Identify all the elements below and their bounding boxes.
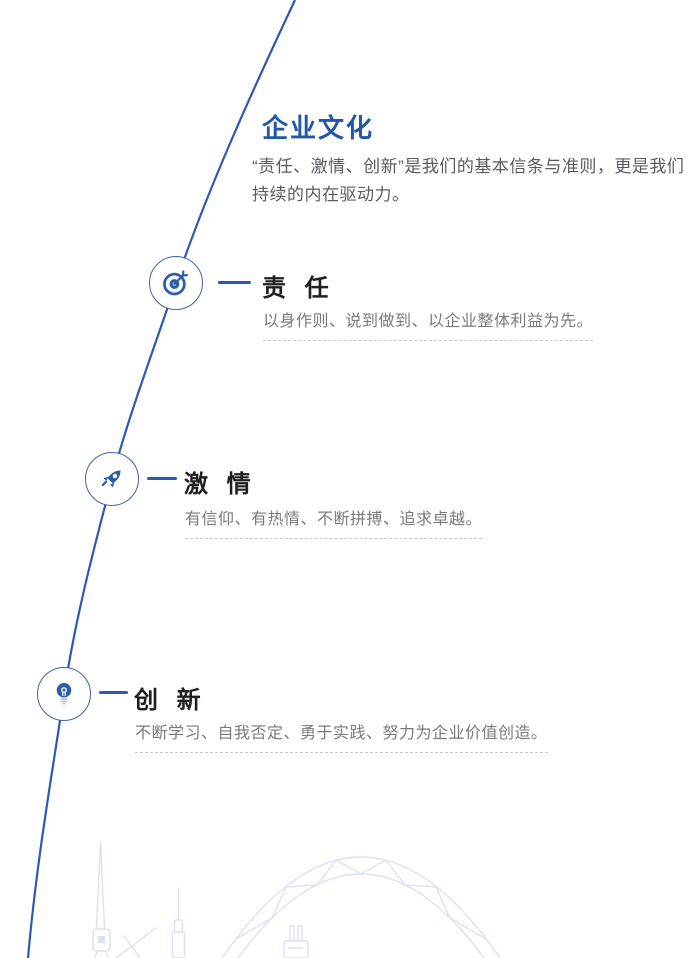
intro-line2: 持续的内在驱动力。 [252,185,410,204]
crane-lines-icon [115,927,157,958]
intro-line1: “责任、激情、创新”是我们的基本信条与准则，更是我们 [252,157,685,176]
timeline-curve [26,0,296,958]
arch-bridge-icon [221,856,501,958]
intro-text: “责任、激情、创新”是我们的基本信条与准则，更是我们 持续的内在驱动力。 [252,153,692,209]
mast-icon [171,887,186,958]
page-title: 企业文化 [262,113,375,143]
building-icon [283,925,309,958]
skyline-art [92,841,501,958]
tower-icon [92,841,111,958]
